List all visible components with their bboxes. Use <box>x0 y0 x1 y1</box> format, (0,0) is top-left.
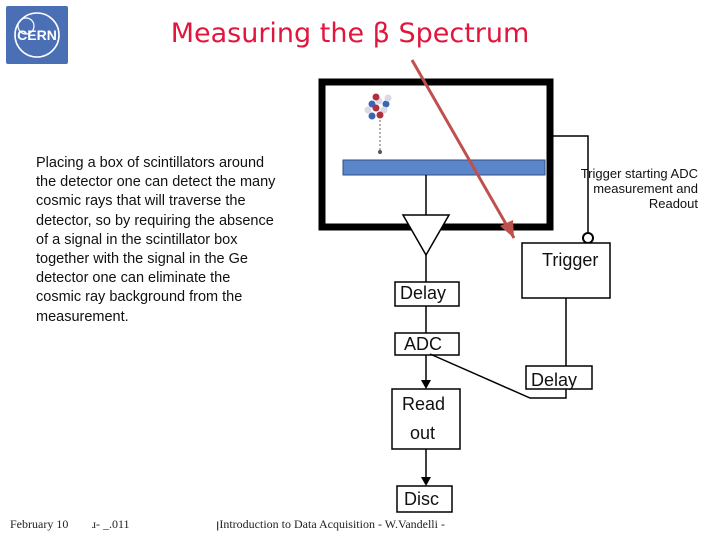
footer-center: ꞁIntroduction to Data Acquisition - W.Va… <box>216 517 445 531</box>
readout-block <box>391 388 461 450</box>
trigger-note: Trigger starting ADC measurement and Rea… <box>580 166 698 211</box>
cosmic-ray-line <box>410 59 516 239</box>
trigger-input-node <box>582 232 594 244</box>
readout-label-line2: out <box>410 423 436 443</box>
slide-title: Measuring the β Spectrum <box>170 18 530 49</box>
adc-block <box>394 332 460 356</box>
cern-logo: CERN <box>6 6 68 64</box>
trigger-block <box>521 242 611 299</box>
delay-left-block <box>394 281 460 307</box>
adc-label: ADC <box>404 334 443 354</box>
delay-right-block <box>525 365 593 390</box>
disc-label: Disc <box>404 489 439 509</box>
trigger-label: Trigger <box>542 250 599 270</box>
source-nucleus-icon <box>364 93 392 154</box>
cosmic-ray-arrowhead <box>500 220 514 238</box>
disc-block <box>396 485 453 513</box>
footer-date: February 10 <box>10 517 69 531</box>
readout-label-line1: Read <box>402 394 446 414</box>
footer-mid: ɹ‑ _.011 <box>92 517 130 531</box>
amplifier-icon <box>401 214 451 257</box>
delay-right-label: Delay <box>531 370 578 390</box>
delay-left-label: Delay <box>400 283 447 303</box>
explanation-text: Placing a box of scintillators around th… <box>36 155 276 325</box>
ge-detector <box>342 159 546 176</box>
svg-text:CERN: CERN <box>17 27 57 43</box>
